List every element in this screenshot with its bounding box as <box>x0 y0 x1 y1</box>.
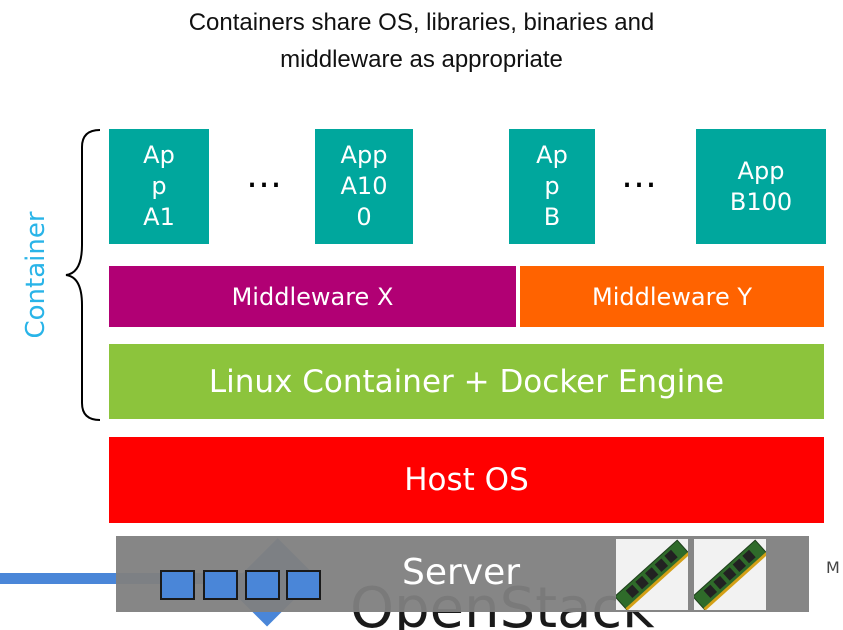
app-b-line-1: Ap <box>536 141 568 169</box>
host-os-label: Host OS <box>404 462 529 498</box>
host-os-layer: Host OS <box>109 437 824 523</box>
linux-container-layer: Linux Container + Docker Engine <box>109 344 824 419</box>
app-a1-line-3: A1 <box>143 203 175 231</box>
app-b100-line-2: B100 <box>729 187 793 216</box>
diagram-title: Containers share OS, libraries, binaries… <box>100 4 743 78</box>
app-a100-box: App A10 0 <box>315 129 413 244</box>
linux-container-label: Linux Container + Docker Engine <box>208 363 725 400</box>
middleware-y-label: Middleware Y <box>591 282 752 311</box>
middleware-x-label: Middleware X <box>231 282 394 311</box>
cpu-icon <box>245 570 280 600</box>
ram-module-icon <box>616 539 688 610</box>
server-label: Server <box>402 552 521 593</box>
cpu-icon <box>203 570 238 600</box>
container-label-text: Container <box>21 211 51 339</box>
app-a100-line-3: 0 <box>356 203 372 231</box>
middleware-x-layer: Middleware X <box>109 266 516 327</box>
cpu-icon <box>286 570 321 600</box>
cpu-icon <box>160 570 195 600</box>
ellipsis-a: … <box>246 155 282 196</box>
app-a1-line-1: Ap <box>143 141 175 169</box>
app-a1-box: Ap p A1 <box>109 129 209 244</box>
curly-brace-icon <box>65 129 101 421</box>
app-b-line-3: B <box>543 203 561 231</box>
title-line-1: Containers share OS, libraries, binaries… <box>188 9 655 36</box>
app-b100-box: App B100 <box>696 129 826 244</box>
ram-module-icon <box>694 539 766 610</box>
app-b-box: Ap p B <box>509 129 595 244</box>
title-line-2: middleware as appropriate <box>280 46 563 73</box>
svg-text:M: M <box>826 558 840 577</box>
app-a100-line-2: A10 <box>340 172 388 200</box>
ellipsis-b: … <box>621 155 657 196</box>
app-a1-line-2: p <box>151 172 167 200</box>
middleware-y-layer: Middleware Y <box>520 266 824 327</box>
app-b-line-2: p <box>544 172 560 200</box>
app-a100-line-1: App <box>340 141 388 169</box>
app-b100-line-1: App <box>737 156 785 185</box>
container-label: Container <box>5 195 67 355</box>
